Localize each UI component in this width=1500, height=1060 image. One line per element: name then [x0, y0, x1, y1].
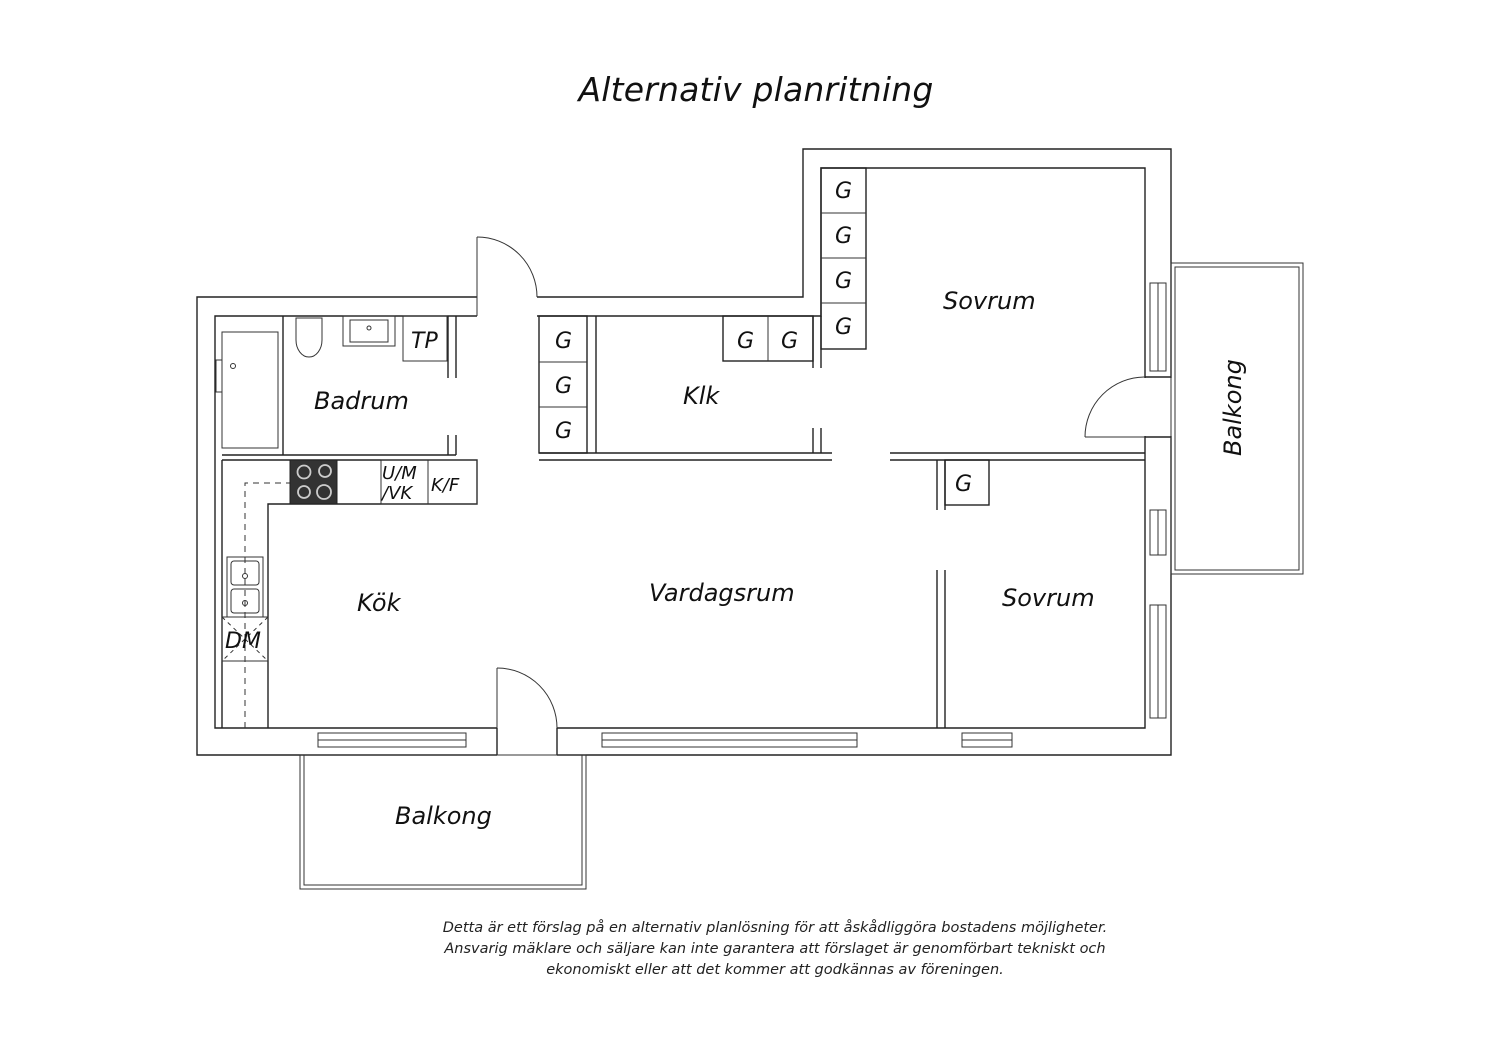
bathtub-tap	[215, 359, 223, 393]
wardrobe-label: G	[555, 329, 572, 354]
window-right-3	[1149, 604, 1167, 719]
disclaimer-line: ekonomiskt eller att det kommer att godk…	[546, 962, 1004, 978]
wardrobe-label: G	[555, 419, 572, 444]
room-label-sovrum-top: Sovrum	[943, 287, 1036, 315]
room-label-kok: Kök	[357, 589, 402, 617]
balcony-door-swing	[1084, 376, 1146, 438]
outer-wall-outer	[196, 148, 1172, 756]
wardrobe-label: G	[835, 315, 852, 340]
balcony-right	[1170, 262, 1304, 575]
wardrobe-label: G	[835, 179, 852, 204]
window-bottom-1	[317, 732, 467, 748]
dishwasher	[221, 616, 269, 662]
room-label-balkong-bottom: Balkong	[395, 802, 492, 830]
window-right-1	[1149, 282, 1167, 372]
disclaimer-line: Ansvarig mäklare och säljare kan inte ga…	[444, 941, 1106, 957]
room-label-klk: Klk	[683, 382, 720, 410]
living-door-swing	[496, 667, 558, 729]
wardrobe-label: G	[955, 472, 972, 497]
wardrobe-label: G	[781, 329, 798, 354]
dm-label: DM	[225, 629, 261, 654]
entrance-door-swing	[476, 236, 538, 298]
kitchen-counter	[221, 459, 478, 728]
um-label: U/M	[382, 463, 417, 484]
kitchen-wall-cabinet-line	[244, 482, 290, 728]
room-label-sovrum-bottom: Sovrum	[1002, 584, 1095, 612]
wardrobe-label: G	[835, 269, 852, 294]
window-right-2	[1149, 509, 1167, 556]
window-bottom-3	[961, 732, 1013, 748]
disclaimer-line: Detta är ett förslag på en alternativ pl…	[442, 920, 1108, 936]
wardrobe-label: G	[737, 329, 754, 354]
tp-label: TP	[411, 329, 438, 354]
wardrobe-label: G	[835, 224, 852, 249]
outer-wall-inner	[214, 167, 1146, 729]
page-title: Alternativ planritning	[578, 70, 934, 109]
wardrobe-label: G	[555, 374, 572, 399]
vk-label: /VK	[380, 483, 413, 504]
toilet	[295, 317, 323, 358]
tp-box	[402, 315, 448, 362]
bathroom-sink	[342, 315, 396, 347]
disclaimer: Detta är ett förslag på en alternativ pl…	[360, 918, 1190, 981]
balcony-right-label: Balkong	[1219, 359, 1247, 456]
room-label-badrum: Badrum	[314, 387, 409, 415]
fridge-freezer-box	[427, 459, 478, 505]
kitchen-sink	[226, 556, 264, 618]
window-bottom-2	[601, 732, 858, 748]
room-label-vardagsrum: Vardagsrum	[649, 579, 795, 607]
kf-label: K/F	[431, 475, 460, 496]
bathtub	[221, 331, 279, 449]
bedroom2-wardrobe	[944, 459, 990, 506]
